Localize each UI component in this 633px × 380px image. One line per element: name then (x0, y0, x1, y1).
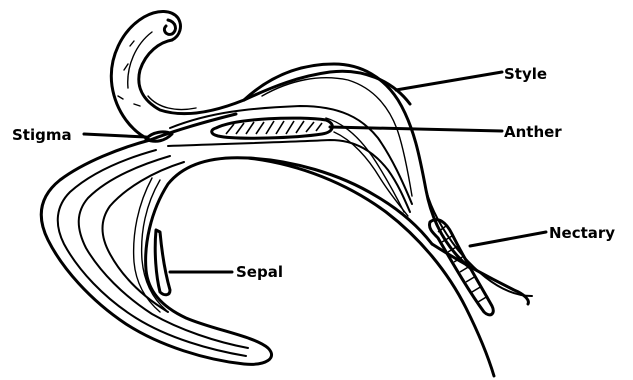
sepal-inner-line-1 (58, 150, 246, 356)
anther-label: Anther (504, 123, 562, 141)
nectary-structure (426, 190, 532, 315)
filament-lower (168, 140, 410, 212)
style-curl-tip (164, 20, 175, 34)
style-outer-edge (111, 11, 180, 140)
sepal-label: Sepal (236, 263, 283, 281)
anther-leader (330, 127, 502, 131)
nectary-leader (470, 232, 546, 246)
style-leader (396, 72, 502, 90)
style-label: Style (504, 65, 547, 83)
nectary-label: Nectary (549, 224, 615, 242)
sepal-outer-edge (41, 140, 432, 364)
stigma-leader (84, 134, 146, 137)
stigma-label: Stigma (12, 126, 72, 144)
sepal-structure (41, 140, 528, 376)
spur-outer (248, 158, 494, 376)
sepal-inner-line-3 (103, 162, 185, 312)
sepal-spur (155, 230, 170, 295)
